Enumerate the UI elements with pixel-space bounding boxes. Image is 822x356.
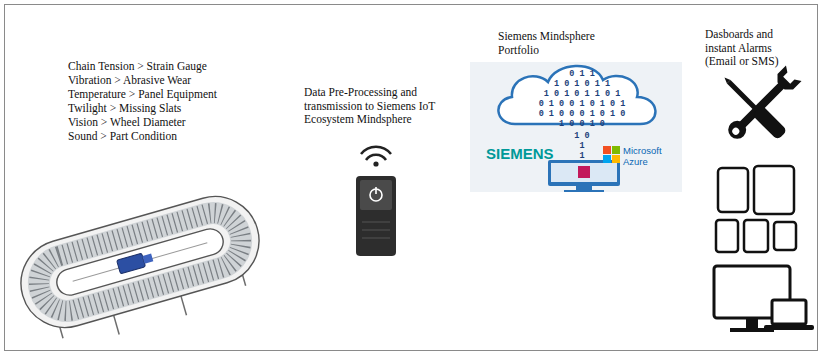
binary-digits: 1 0 1 0 1 1 bbox=[554, 79, 610, 89]
binary-digits: 0 1 0 0 0 1 0 1 0 bbox=[539, 109, 626, 119]
sensor-note: Temperature > Panel Equipment bbox=[68, 88, 217, 102]
binary-digits: 1 bbox=[579, 151, 584, 161]
sensor-note: Vibration > Abrasive Wear bbox=[68, 74, 191, 88]
step-caption: Data Pre-Processing and transmission to … bbox=[304, 86, 464, 127]
sensor-note: Chain Tension > Strain Gauge bbox=[68, 60, 207, 74]
binary-digits: 1 0 0 1 0 bbox=[559, 119, 605, 129]
binary-digits: 0 1 1 bbox=[569, 69, 595, 79]
sensor-note: Sound > Part Condition bbox=[68, 130, 177, 144]
conveyor-illustration bbox=[11, 186, 275, 356]
mobile-devices-icon bbox=[716, 166, 796, 252]
step-caption: Dasboards and instant Alarms (Email or S… bbox=[705, 28, 800, 69]
mindsphere-cloud-graphic bbox=[470, 62, 682, 192]
tools-icon bbox=[720, 65, 802, 143]
gateway-device bbox=[356, 147, 396, 256]
step-caption: Siemens Mindsphere Portfolio bbox=[498, 30, 610, 57]
frame-border bbox=[5, 5, 818, 351]
logo-text: Microsoft Azure bbox=[623, 145, 675, 167]
binary-digits: 0 1 0 0 1 0 1 0 1 bbox=[539, 99, 626, 109]
binary-digits: 1 0 bbox=[574, 131, 589, 141]
logo-text: SIEMENS bbox=[486, 145, 554, 163]
sensor-note: Twilight > Missing Slats bbox=[68, 102, 181, 116]
binary-digits: 1 0 1 0 1 1 0 1 bbox=[544, 89, 621, 99]
sensor-note: Vision > Wheel Diameter bbox=[68, 116, 186, 130]
binary-digits: 1 bbox=[579, 141, 584, 151]
computers-icon bbox=[714, 266, 814, 332]
